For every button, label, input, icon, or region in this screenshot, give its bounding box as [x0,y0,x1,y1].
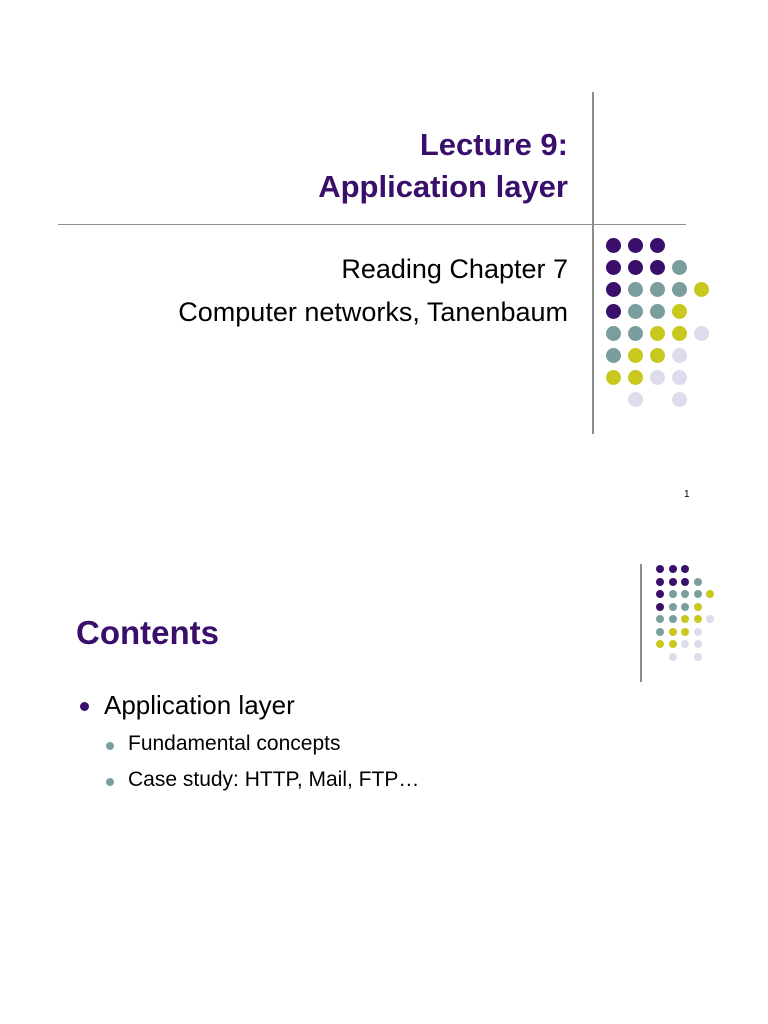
decorative-dot [605,259,621,275]
decorative-dot [668,627,677,636]
decorative-dot [649,369,665,385]
page-number: 1 [684,489,690,500]
decorative-dot [649,303,665,319]
decorative-dot [693,281,709,297]
decorative-dot [693,652,702,661]
decorative-dot [627,391,643,407]
title-line-2: Application layer [318,169,568,204]
decorative-dot [706,615,714,623]
contents-divider-vertical [640,564,642,682]
decorative-dot [649,237,665,253]
decorative-dot [627,303,643,319]
title-divider-vertical [592,92,594,434]
decorative-dot [605,369,621,385]
decorative-dot [668,590,677,598]
decorative-dot [656,590,664,598]
decorative-dot [668,565,677,573]
decorative-dot [693,577,702,586]
decorative-dot [605,303,621,319]
decorative-dot [649,281,665,297]
sub-bullet-label: Fundamental concepts [128,732,341,755]
decorative-dot [627,281,643,297]
subtitle-line-2: Computer networks, Tanenbaum [178,297,568,327]
decorative-dot [668,602,677,611]
decorative-dot [671,391,687,407]
decorative-dot [693,615,702,623]
decorative-dot [693,325,709,341]
decorative-dot [656,602,664,611]
decorative-dot [671,325,687,341]
sub-bullet-label: Case study: HTTP, Mail, FTP… [128,768,420,791]
contents-title: Contents [76,614,219,651]
decorative-dot [656,565,664,573]
decorative-dot [671,303,687,319]
bullet-marker [80,702,89,711]
title-line-1: Lecture 9: [419,127,568,162]
decorative-dot [681,577,689,586]
decorative-dot [649,347,665,363]
decorative-dot [681,615,689,623]
decorative-dot [656,577,664,586]
decorative-dot [627,259,643,275]
decorative-dot [605,347,621,363]
decorative-dot [627,369,643,385]
decorative-dot [693,627,702,636]
decorative-dot [693,590,702,598]
sub-bullet-marker [106,778,114,786]
decorative-dot [627,347,643,363]
decorative-dot [668,615,677,623]
title-divider-horizontal [58,224,686,225]
decorative-dot [649,259,665,275]
decorative-dot [681,602,689,611]
decorative-dot [605,281,621,297]
slide-subtitle: Reading Chapter 7 Computer networks, Tan… [178,248,568,334]
bullet-label: Application layer [104,690,295,720]
decorative-dot [671,281,687,297]
decorative-dot [656,615,664,623]
decorative-dot [668,577,677,586]
decorative-dot [671,347,687,363]
decorative-dot [681,590,689,598]
decorative-dot [671,259,687,275]
subtitle-line-1: Reading Chapter 7 [341,254,568,284]
decorative-dot [656,627,664,636]
decorative-dot [681,565,689,573]
decorative-dot [693,602,702,611]
decorative-dot [627,325,643,341]
decorative-dot [681,627,689,636]
decorative-dot [605,325,621,341]
decorative-dot [649,325,665,341]
decorative-dot [681,640,689,648]
decorative-dot [671,369,687,385]
decorative-dot [668,652,677,661]
decorative-dot [706,590,714,598]
decorative-dot [605,237,621,253]
decorative-dot [656,640,664,648]
decorative-dot [668,640,677,648]
slide-title: Lecture 9: Application layer [318,124,568,208]
decorative-dot [693,640,702,648]
sub-bullet-marker [106,742,114,750]
decorative-dot [627,237,643,253]
